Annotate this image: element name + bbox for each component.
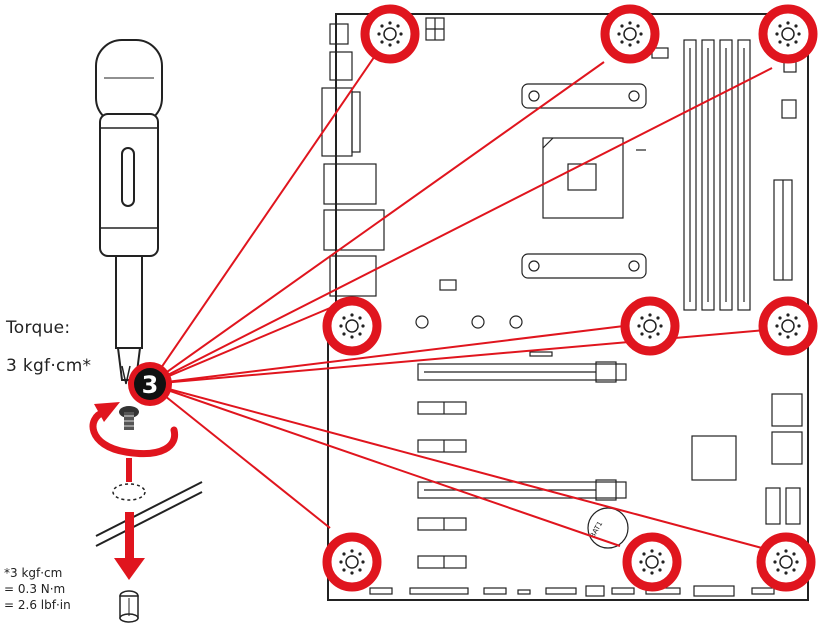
atx-power-connector (773, 61, 797, 281)
retention-screw (528, 90, 540, 102)
mounting-hole (756, 532, 816, 592)
screw-icon (119, 406, 139, 430)
torque-label: Torque: (6, 318, 71, 338)
mounting-hole (622, 532, 682, 592)
step-number: 3 (142, 371, 159, 399)
cmos-battery (587, 507, 629, 549)
m2-standoffs (415, 315, 523, 329)
retention-screw (628, 90, 640, 102)
screwdriver-icon (95, 39, 163, 385)
mounting-hole (322, 296, 382, 356)
dimm-slots (683, 39, 751, 311)
mounting-hole (322, 532, 382, 592)
rear-io-panel (321, 17, 445, 297)
down-arrow-icon (114, 512, 145, 580)
mounting-hole (758, 296, 818, 356)
pcie-slots (417, 351, 627, 569)
step-badge: 3 (128, 362, 172, 406)
motherboard-outline (327, 13, 809, 601)
rotate-arrow-icon (89, 402, 179, 457)
standoff-icon (119, 590, 139, 623)
connector-lines (149, 33, 773, 549)
mounting-hole (360, 4, 420, 64)
board-hole-icon (112, 483, 146, 501)
board-edge (95, 481, 203, 547)
retention-screw (528, 260, 540, 272)
note-line-1: *3 kgf·cm (4, 566, 63, 580)
torque-value: 3 kgf·cm* (6, 356, 92, 376)
cpu-socket (439, 47, 669, 291)
retention-screw (628, 260, 640, 272)
note-line-3: = 2.6 lbf·in (4, 598, 71, 612)
mounting-hole (758, 4, 818, 64)
mounting-hole (620, 296, 680, 356)
bottom-headers (369, 585, 775, 597)
torque-conversion-note: *3 kgf·cm = 0.3 N·m = 2.6 lbf·in (4, 565, 71, 613)
note-line-2: = 0.3 N·m (4, 582, 66, 596)
chipset-and-sata (587, 393, 803, 549)
mounting-hole (600, 4, 660, 64)
